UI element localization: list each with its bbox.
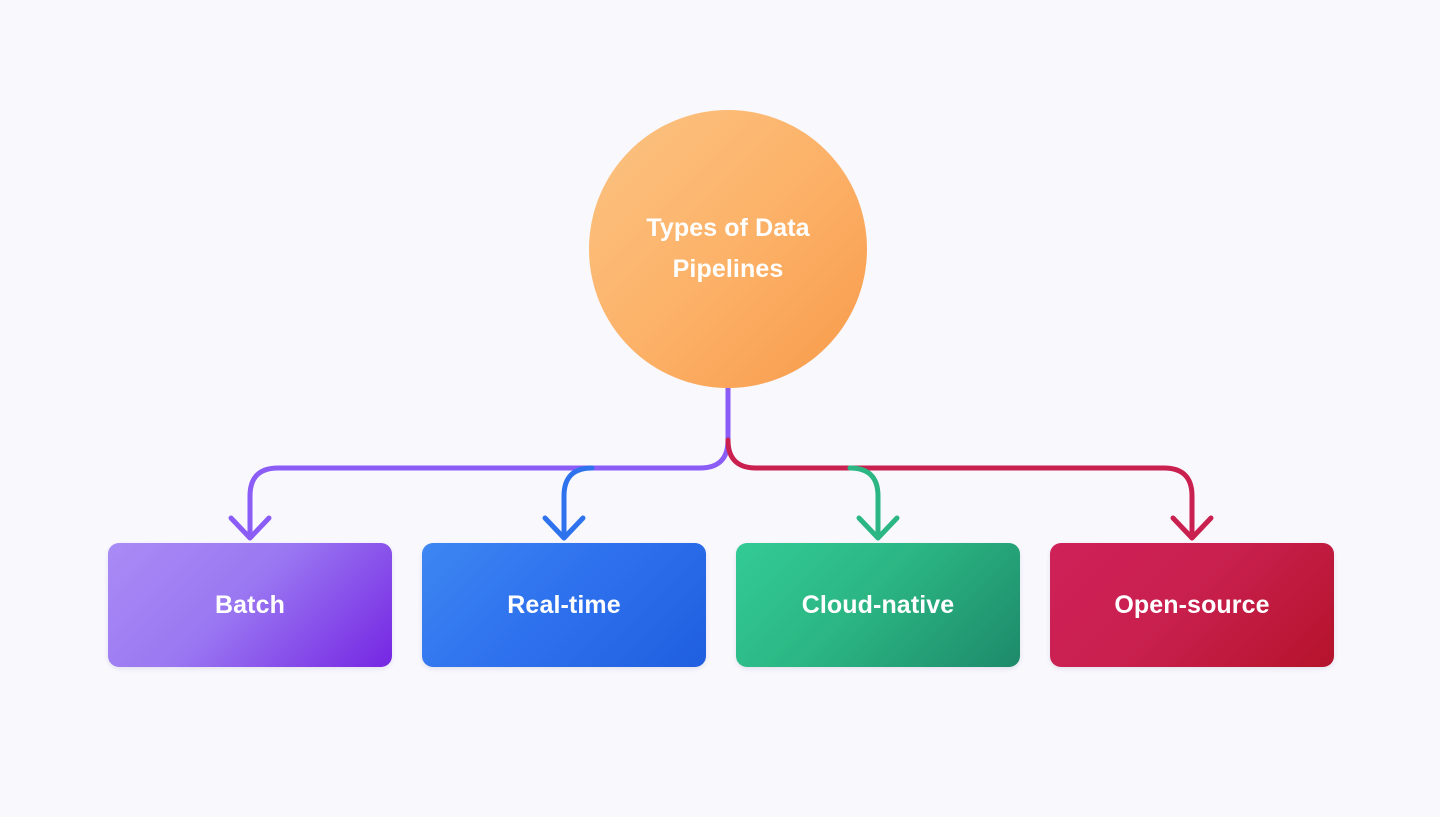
node-real-time[interactable]: Real-time [422, 543, 706, 667]
node-batch[interactable]: Batch [108, 543, 392, 667]
node-open-source-label: Open-source [1114, 590, 1270, 619]
node-open-source[interactable]: Open-source [1050, 543, 1334, 667]
root-node[interactable]: Types of Data Pipelines [589, 110, 867, 388]
node-batch-label: Batch [215, 590, 285, 619]
connector-stem-right [725, 437, 1195, 539]
arrowhead-cloudnative [856, 515, 900, 541]
connector-branch-realtime [561, 465, 595, 539]
node-real-time-label: Real-time [507, 590, 621, 619]
connector-branch-cloudnative [847, 465, 881, 539]
arrowhead-opensource [1170, 515, 1214, 541]
connector-stem-left [247, 385, 731, 539]
arrowhead-realtime [542, 515, 586, 541]
node-cloud-native-label: Cloud-native [801, 590, 955, 619]
arrowhead-batch [228, 515, 272, 541]
root-node-label: Types of Data Pipelines [646, 214, 810, 283]
node-cloud-native[interactable]: Cloud-native [736, 543, 1020, 667]
